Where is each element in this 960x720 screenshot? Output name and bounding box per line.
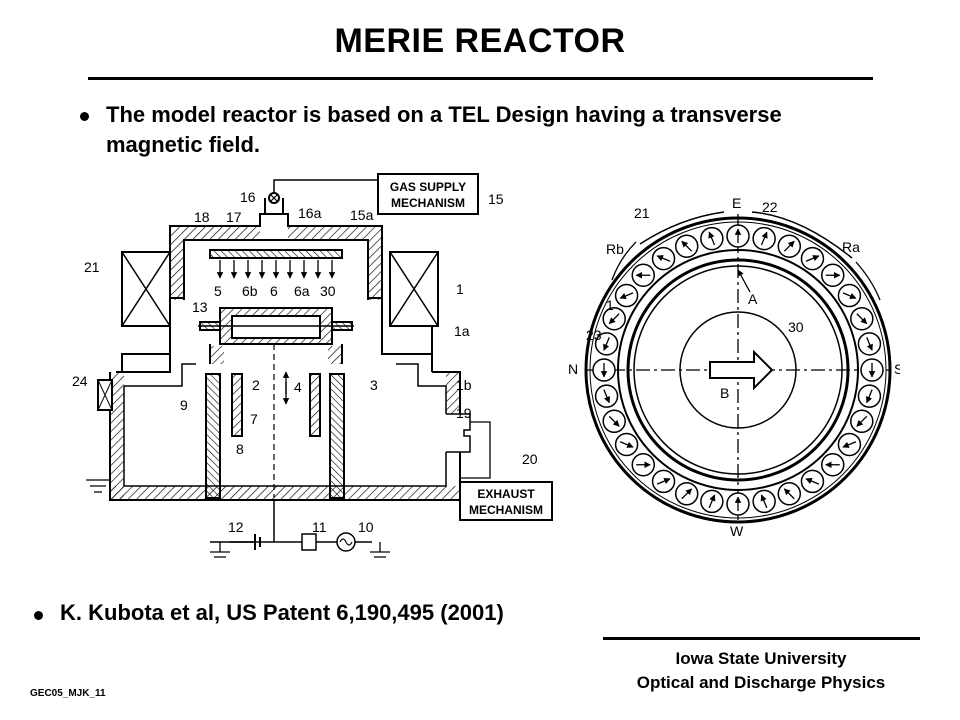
magnet-polarity-arrow [619,292,634,299]
label-5: 5 [214,283,222,299]
bullet-reactor-design: The model reactor is based on a TEL Desi… [80,100,800,160]
label-21-right: 21 [634,205,650,221]
magnet-elements [592,224,884,516]
bullet-patent-reference: K. Kubota et al, US Patent 6,190,495 (20… [34,598,654,628]
magnet-polarity-arrow [805,255,820,262]
magnet-polarity-arrow [760,494,768,509]
label-9: 9 [180,397,188,413]
gas-supply-label-2: MECHANISM [391,196,465,210]
label-21: 21 [84,259,100,275]
left-figure-labels: 16 15 15a 16a 18 17 21 1 1a 1b 5 6b 6 6a… [72,189,538,535]
label-30: 30 [320,283,336,299]
magnet-polarity-arrow [842,292,857,299]
magnet-polarity-arrow [865,389,873,404]
label-8: 8 [236,441,244,457]
label-7: 7 [250,411,258,427]
label-11: 11 [312,519,327,535]
bullet-patent-reference-text: K. Kubota et al, US Patent 6,190,495 (20… [60,600,504,625]
magnet-polarity-arrow [608,313,620,325]
gas-supply-mechanism-box: GAS SUPPLY MECHANISM [377,173,479,215]
label-6: 6 [270,283,278,299]
label-1: 1 [456,281,464,297]
chamber-cross-section [86,179,491,558]
magnet-polarity-arrow [681,488,693,500]
exhaust-mechanism-box: EXHAUST MECHANISM [459,481,553,521]
label-Ra: Ra [842,239,860,255]
title-underline [88,77,873,80]
label-1a: 1a [454,323,470,339]
magnet-polarity-arrow [760,231,768,246]
magnet-polarity-arrow [656,477,671,485]
label-23: 23 [586,327,602,343]
compass-E: E [732,195,741,211]
label-19: 19 [456,405,472,421]
magnet-polarity-arrow [856,415,868,427]
label-16: 16 [240,189,256,205]
compass-N: N [568,361,578,377]
magnet-polarity-arrow [842,441,857,448]
label-22: 22 [762,199,778,215]
label-1b: 1b [456,377,472,393]
label-A: A [748,291,758,307]
bullet-dot-icon [80,112,89,121]
label-15a: 15a [350,207,374,223]
bullet-reactor-design-text: The model reactor is based on a TEL Desi… [106,102,782,157]
compass-W: W [730,523,744,539]
magnet-polarity-arrow [608,415,620,427]
magnet-polarity-arrow [681,240,693,252]
label-6a: 6a [294,283,310,299]
label-16a: 16a [298,205,322,221]
label-B: B [720,385,729,401]
slide-title: MERIE REACTOR [334,22,626,60]
label-2: 2 [252,377,260,393]
magnet-polarity-arrow [619,441,634,448]
magnet-polarity-arrow [805,477,820,485]
label-6b: 6b [242,283,258,299]
label-17: 17 [226,209,242,225]
magnet-ring-top-view [584,211,892,524]
exhaust-label-2: MECHANISM [469,503,543,517]
bullet-dot-icon [34,611,43,620]
label-3: 3 [370,377,378,393]
label-30-right: 30 [788,319,804,335]
magnet-polarity-arrow [708,494,716,509]
magnet-polarity-arrow [783,240,795,252]
label-1-right: 1 [606,297,614,313]
gas-supply-label-1: GAS SUPPLY [390,180,466,194]
magnet-polarity-arrow [708,231,716,246]
magnet-polarity-arrow [783,488,795,500]
label-12: 12 [228,519,244,535]
magnet-polarity-arrow [603,389,611,404]
footer-rule [603,637,920,640]
label-10: 10 [358,519,374,535]
label-13: 13 [192,299,208,315]
label-15: 15 [488,191,504,207]
magnet-polarity-arrow [603,337,610,351]
label-20: 20 [522,451,538,467]
magnet-polarity-arrow [866,337,873,351]
exhaust-label-1: EXHAUST [477,487,535,501]
footer-group: Optical and Discharge Physics [636,673,886,692]
magnet-polarity-arrow [856,313,868,325]
magnet-polarity-arrow [656,255,671,262]
label-4: 4 [294,379,302,395]
footer-university: Iowa State University [675,649,847,668]
slide-code: GEC05_MJK_11 [30,688,106,699]
patent-figure: GAS SUPPLY MECHANISM EXHAUST MECHANISM 1… [72,173,900,558]
compass-S: S [894,361,900,377]
label-Rb: Rb [606,241,624,257]
right-figure-labels: E W N S A B 21 22 Rb Ra 1 23 30 [568,195,900,539]
label-24: 24 [72,373,88,389]
label-18: 18 [194,209,210,225]
